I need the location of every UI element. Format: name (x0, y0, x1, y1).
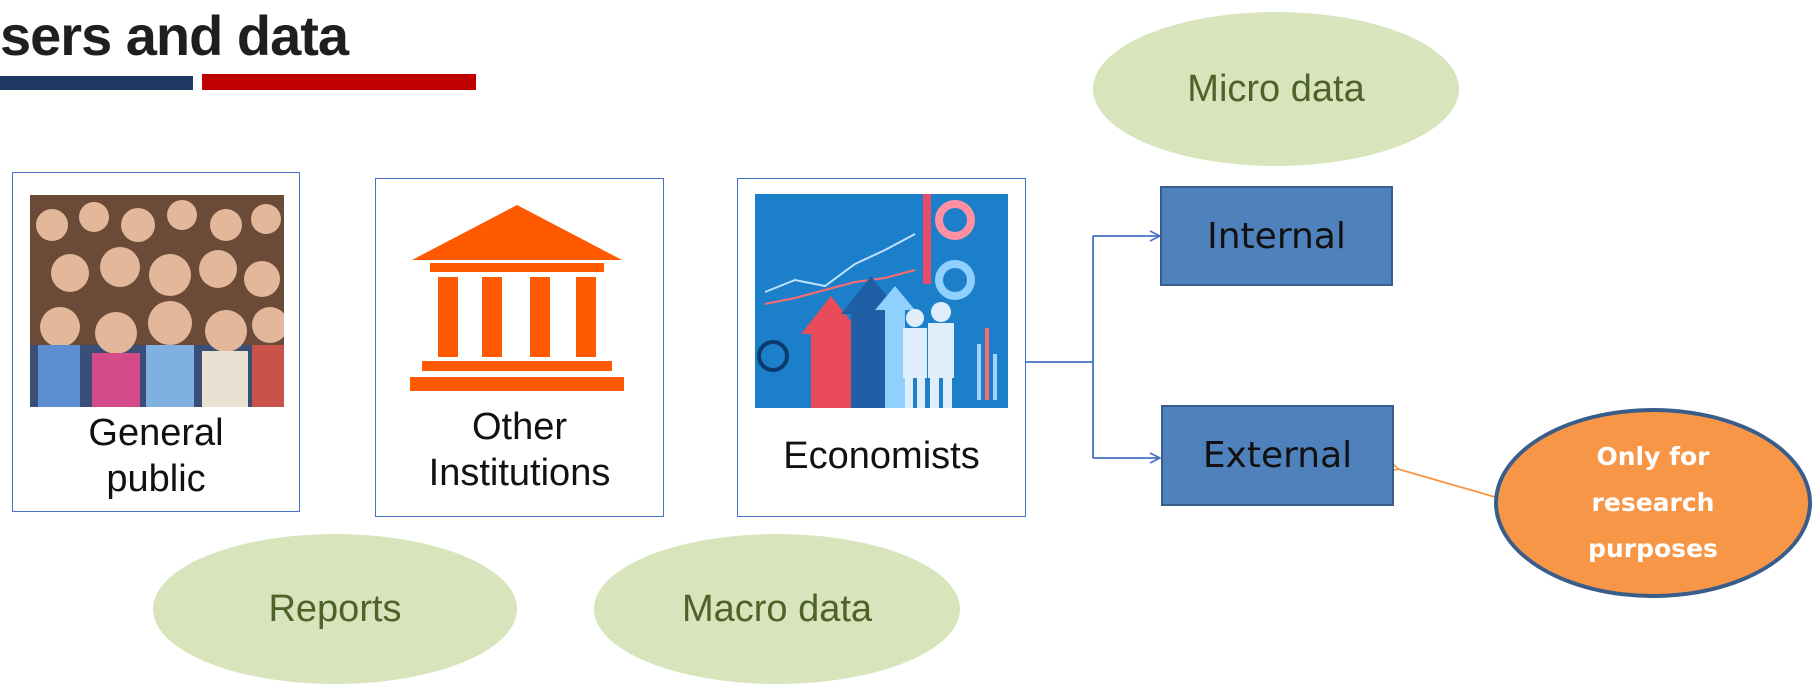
user-label-general-line1: General (88, 412, 224, 454)
economics-chart-icon (755, 194, 1008, 408)
crowd-photo-icon (30, 195, 284, 407)
reports-ellipse: Reports (153, 534, 517, 684)
macro-data-ellipse: Macro data (594, 534, 960, 684)
note-line-2: research (1591, 488, 1715, 517)
arrow-note-to-external (1386, 459, 1496, 498)
user-card-economists: Economists (737, 178, 1026, 517)
user-label-institutions-line1: Other (471, 406, 568, 448)
title-underline-blue (0, 76, 193, 90)
user-card-general-public: General public (12, 172, 300, 512)
title-underline-red (202, 74, 476, 90)
note-line-1: Only for (1596, 442, 1710, 471)
user-label-economists: Economists (783, 435, 980, 477)
internal-box: Internal (1160, 186, 1393, 286)
user-card-other-institutions: Other Institutions (375, 178, 664, 517)
institution-building-icon (410, 205, 624, 391)
note-line-3: purposes (1588, 534, 1718, 563)
external-box: External (1161, 405, 1394, 506)
micro-data-ellipse: Micro data (1093, 12, 1459, 166)
page-title: sers and data (0, 4, 349, 67)
research-note-ellipse: Only for research purposes (1494, 408, 1812, 598)
user-label-general-line2: public (106, 458, 206, 500)
user-label-institutions-line2: Institutions (428, 452, 611, 494)
